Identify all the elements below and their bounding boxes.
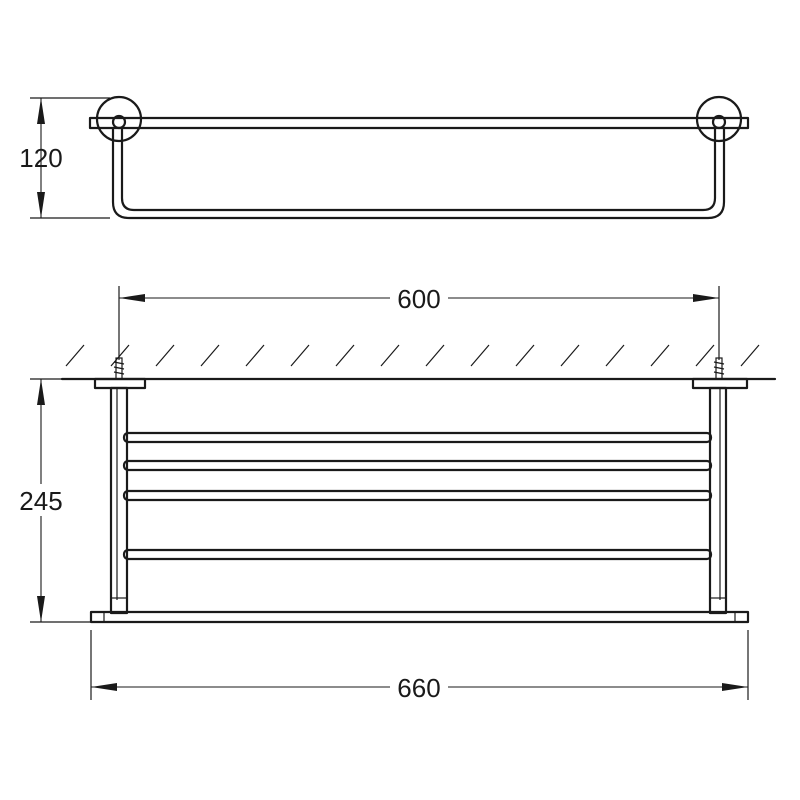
right-wall-plate	[691, 377, 749, 390]
dim-120-arrow-bottom	[37, 192, 45, 218]
dim-120-label: 120	[19, 143, 62, 173]
lower-rail-outer	[111, 126, 726, 220]
front-view: 600 245 660	[19, 284, 777, 703]
dim-245-arrow-bottom	[37, 596, 45, 622]
dim-660-label: 660	[397, 673, 440, 703]
top-view: 120	[19, 95, 750, 220]
dim-600-arrow-left	[119, 294, 145, 302]
dim-245-arrow-top	[37, 379, 45, 405]
dim-600-arrow-right	[693, 294, 719, 302]
left-screw	[113, 357, 125, 380]
dim-660-arrow-right	[722, 683, 748, 691]
right-post	[708, 386, 728, 615]
bottom-bar	[89, 610, 750, 624]
rail-2	[122, 459, 713, 472]
left-wall-plate	[93, 377, 147, 390]
right-screw	[713, 357, 725, 380]
wall-hatching	[65, 344, 760, 367]
rail-4	[122, 548, 713, 561]
dim-120-arrow-top	[37, 98, 45, 124]
left-post	[109, 386, 129, 615]
dim-245-label: 245	[19, 486, 62, 516]
dim-245-label-bg	[20, 484, 64, 516]
shelf-top	[88, 116, 750, 130]
dim-600-label: 600	[397, 284, 440, 314]
rail-1	[122, 431, 713, 444]
rail-3	[122, 489, 713, 502]
lower-rail-inner	[120, 126, 717, 212]
dim-660-arrow-left	[91, 683, 117, 691]
